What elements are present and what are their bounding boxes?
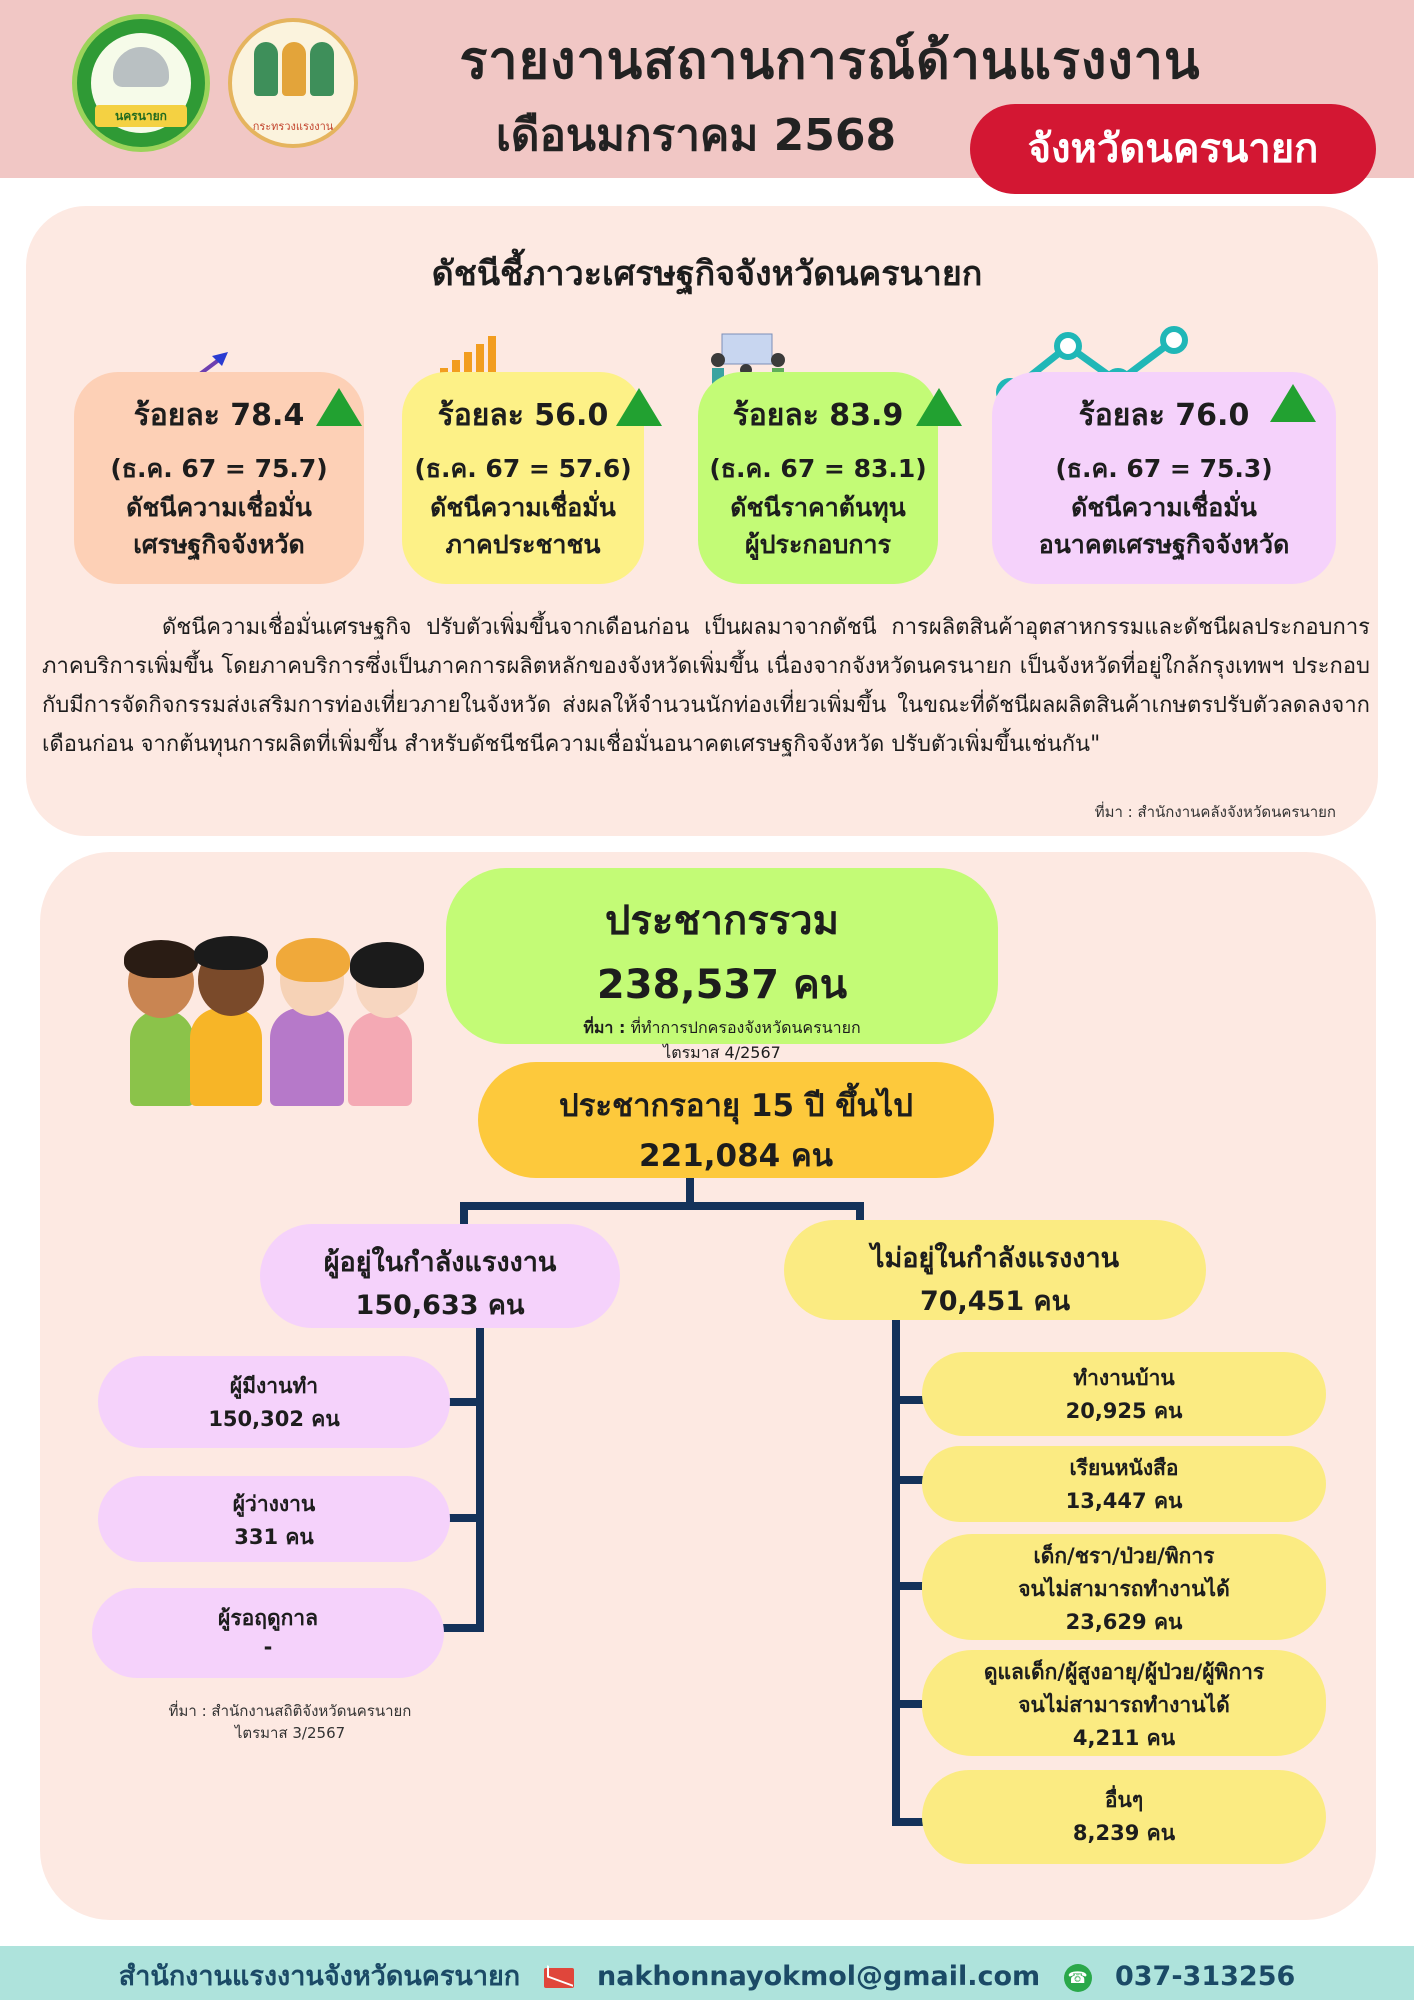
card-percent: ร้อยละ 83.9 xyxy=(732,398,904,433)
tree-line xyxy=(892,1476,924,1484)
item-label: เด็ก/ชรา/ป่วย/พิการ xyxy=(1033,1544,1215,1568)
economic-source: ที่มา : สำนักงานคลังจังหวัดนครนายก xyxy=(1094,803,1336,821)
economic-summary-paragraph: ดัชนีความเชื่อมั่นเศรษฐกิจ ปรับตัวเพิ่มข… xyxy=(42,615,1370,757)
tree-line xyxy=(460,1202,864,1210)
card-label: ดัชนีความเชื่อมั่น xyxy=(430,493,616,522)
tree-line xyxy=(460,1202,468,1228)
card-label: ภาคประชาชน xyxy=(445,530,601,559)
tree-line xyxy=(856,1202,864,1224)
trend-up-icon xyxy=(1270,384,1316,422)
item-value: 4,211 คน xyxy=(1072,1726,1176,1750)
nakhonnayok-seal-logo: นครนายก xyxy=(72,14,210,152)
item-value: - xyxy=(263,1635,273,1659)
footer-contact: สำนักงานแรงงานจังหวัดนครนายก nakhonnayok… xyxy=(0,1954,1414,1997)
phone-icon: ☎ xyxy=(1063,1963,1092,1992)
age15-population-box: ประชากรอายุ 15 ปี ขึ้นไป 221,084 คน xyxy=(478,1062,994,1178)
tree-line xyxy=(892,1582,924,1590)
item-label: ผู้ว่างงาน xyxy=(232,1492,316,1516)
item-label: ทำงานบ้าน xyxy=(1073,1366,1175,1390)
not-labour-force-title: ไม่อยู่ในกำลังแรงงาน xyxy=(870,1243,1120,1274)
not-labour-force-box: ไม่อยู่ในกำลังแรงงาน 70,451 คน xyxy=(784,1220,1206,1320)
card-economic-confidence: ร้อยละ 78.4 (ธ.ค. 67 = 75.7) ดัชนีความเช… xyxy=(74,372,364,584)
card-label: ดัชนีความเชื่อมั่น xyxy=(1071,493,1257,522)
item-label: อื่นๆ xyxy=(1104,1788,1144,1812)
trend-up-icon xyxy=(916,388,962,426)
card-percent: ร้อยละ 56.0 xyxy=(437,398,609,433)
card-previous: (ธ.ค. 67 = 83.1) xyxy=(709,454,927,483)
item-value: 150,302 คน xyxy=(208,1407,340,1431)
not-labour-force-value: 70,451 คน xyxy=(919,1286,1071,1317)
list-item: ทำงานบ้าน 20,925 คน xyxy=(922,1352,1326,1436)
card-previous: (ธ.ค. 67 = 75.3) xyxy=(1055,454,1273,483)
card-previous: (ธ.ค. 67 = 75.7) xyxy=(110,454,328,483)
tree-line xyxy=(892,1818,924,1826)
trend-up-icon xyxy=(616,388,662,426)
tree-line xyxy=(446,1514,484,1522)
tree-line xyxy=(892,1320,900,1826)
province-badge: จังหวัดนครนายก xyxy=(970,104,1376,194)
mail-icon xyxy=(543,1967,574,1988)
total-population-source: ที่มา : ที่ทำการปกครองจังหวัดนครนายก xyxy=(583,1018,861,1037)
age15-value: 221,084 คน xyxy=(639,1138,833,1174)
card-previous: (ธ.ค. 67 = 57.6) xyxy=(414,454,632,483)
item-label: ผู้มีงานทำ xyxy=(229,1374,319,1398)
card-public-confidence: ร้อยละ 56.0 (ธ.ค. 67 = 57.6) ดัชนีความเช… xyxy=(402,372,644,584)
ministry-of-labour-logo: กระทรวงแรงงาน xyxy=(228,18,358,148)
card-label: อนาคตเศรษฐกิจจังหวัด xyxy=(1038,530,1290,559)
in-labour-force-title: ผู้อยู่ในกำลังแรงงาน xyxy=(323,1247,557,1278)
card-cost-index: ร้อยละ 83.9 (ธ.ค. 67 = 83.1) ดัชนีราคาต้… xyxy=(698,372,938,584)
item-label-2: จนไม่สามารถทำงานได้ xyxy=(1018,1693,1230,1717)
footer-email[interactable]: nakhonnayokmol@gmail.com xyxy=(596,1961,1041,1992)
list-item: ผู้มีงานทำ 150,302 คน xyxy=(98,1356,450,1448)
item-label-2: จนไม่สามารถทำงานได้ xyxy=(1018,1577,1230,1601)
item-label: เรียนหนังสือ xyxy=(1069,1456,1179,1480)
list-item: ผู้ว่างงาน 331 คน xyxy=(98,1476,450,1562)
item-value: 20,925 คน xyxy=(1065,1399,1183,1423)
population-source: ที่มา : สำนักงานสถิติจังหวัดนครนายก ไตรม… xyxy=(168,1702,412,1742)
list-item: เรียนหนังสือ 13,447 คน xyxy=(922,1446,1326,1522)
item-label: ดูแลเด็ก/ผู้สูงอายุ/ผู้ป่วย/ผู้พิการ xyxy=(983,1660,1265,1684)
card-label: ผู้ประกอบการ xyxy=(745,530,891,559)
tree-line xyxy=(892,1700,924,1708)
item-label: ผู้รอฤดูกาล xyxy=(218,1606,318,1630)
page-title: รายงานสถานการณ์ด้านแรงงาน xyxy=(459,31,1201,91)
card-label: ดัชนีราคาต้นทุน xyxy=(730,493,906,522)
total-population-title: ประชากรรวม xyxy=(605,898,839,944)
footer-phone[interactable]: 037-313256 xyxy=(1114,1961,1296,1992)
economic-index-title: ดัชนีชี้ภาวะเศรษฐกิจจังหวัดนครนายก xyxy=(431,254,983,294)
list-item: ดูแลเด็ก/ผู้สูงอายุ/ผู้ป่วย/ผู้พิการ จนไ… xyxy=(922,1650,1326,1756)
report-month: เดือนมกราคม 2568 xyxy=(495,110,897,161)
footer-office: สำนักงานแรงงานจังหวัดนครนายก xyxy=(118,1961,521,1992)
ministry-logo-text: กระทรวงแรงงาน xyxy=(252,120,334,133)
in-labour-force-box: ผู้อยู่ในกำลังแรงงาน 150,633 คน xyxy=(260,1224,620,1328)
tree-line xyxy=(446,1398,484,1406)
total-population-period: ไตรมาส 4/2567 xyxy=(663,1043,781,1062)
tree-line xyxy=(686,1178,694,1208)
total-population-value: 238,537 คน xyxy=(596,962,848,1008)
list-item: อื่นๆ 8,239 คน xyxy=(922,1770,1326,1864)
item-value: 13,447 คน xyxy=(1065,1489,1183,1513)
card-percent: ร้อยละ 76.0 xyxy=(1078,398,1250,433)
card-label: เศรษฐกิจจังหวัด xyxy=(133,530,305,559)
card-label: ดัชนีความเชื่อมั่น xyxy=(126,493,312,522)
people-group-illustration xyxy=(110,936,430,1110)
item-value: 8,239 คน xyxy=(1072,1821,1176,1845)
age15-title: ประชากรอายุ 15 ปี ขึ้นไป xyxy=(559,1088,913,1124)
item-value: 331 คน xyxy=(234,1525,314,1549)
seal-ribbon-text: นครนายก xyxy=(95,105,187,127)
item-value: 23,629 คน xyxy=(1065,1610,1183,1634)
total-population-box: ประชากรรวม 238,537 คน ที่มา : ที่ทำการปก… xyxy=(446,868,998,1062)
trend-up-icon xyxy=(316,388,362,426)
tree-line xyxy=(440,1624,484,1632)
list-item: ผู้รอฤดูกาล - xyxy=(92,1588,444,1678)
footer-band xyxy=(0,1946,1414,2000)
list-item: เด็ก/ชรา/ป่วย/พิการ จนไม่สามารถทำงานได้ … xyxy=(922,1534,1326,1640)
tree-line xyxy=(892,1396,924,1404)
tree-line xyxy=(476,1328,484,1632)
card-percent: ร้อยละ 78.4 xyxy=(133,398,305,433)
in-labour-force-value: 150,633 คน xyxy=(355,1290,525,1321)
